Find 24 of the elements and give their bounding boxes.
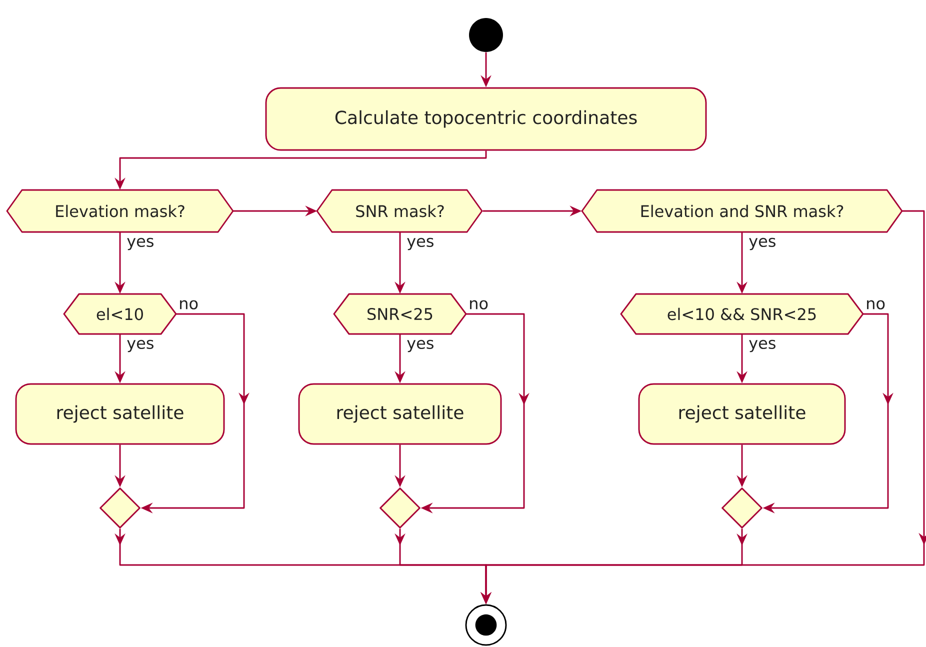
decision-hexagon: el<10 && SNR<25 (620, 293, 864, 335)
edge-label: yes (405, 236, 436, 252)
merge-diamond (100, 488, 140, 528)
edge-label: yes (125, 236, 156, 252)
decision-hexagon: SNR mask? (316, 189, 483, 233)
decision-hexagon: el<10 (63, 293, 177, 335)
decision-hexagon: Elevation mask? (6, 189, 234, 233)
edge-label: no (864, 298, 887, 311)
start-dot (469, 18, 503, 52)
action-box: reject satellite (15, 383, 225, 445)
edge-label: yes (405, 338, 436, 354)
merge-diamond (380, 488, 420, 528)
decision-hexagon: Elevation and SNR mask? (581, 189, 903, 233)
end-circle (465, 604, 507, 646)
action-box: Calculate topocentric coordinates (265, 87, 707, 151)
merge-diamond (722, 488, 762, 528)
decision-hexagon: SNR<25 (333, 293, 467, 335)
action-box: reject satellite (638, 383, 846, 445)
edge-label: no (467, 298, 490, 311)
edge-label: yes (125, 338, 156, 354)
edge-label: no (177, 298, 200, 311)
action-box: reject satellite (298, 383, 502, 445)
edge-label: yes (747, 236, 778, 252)
edge-label: yes (747, 338, 778, 354)
